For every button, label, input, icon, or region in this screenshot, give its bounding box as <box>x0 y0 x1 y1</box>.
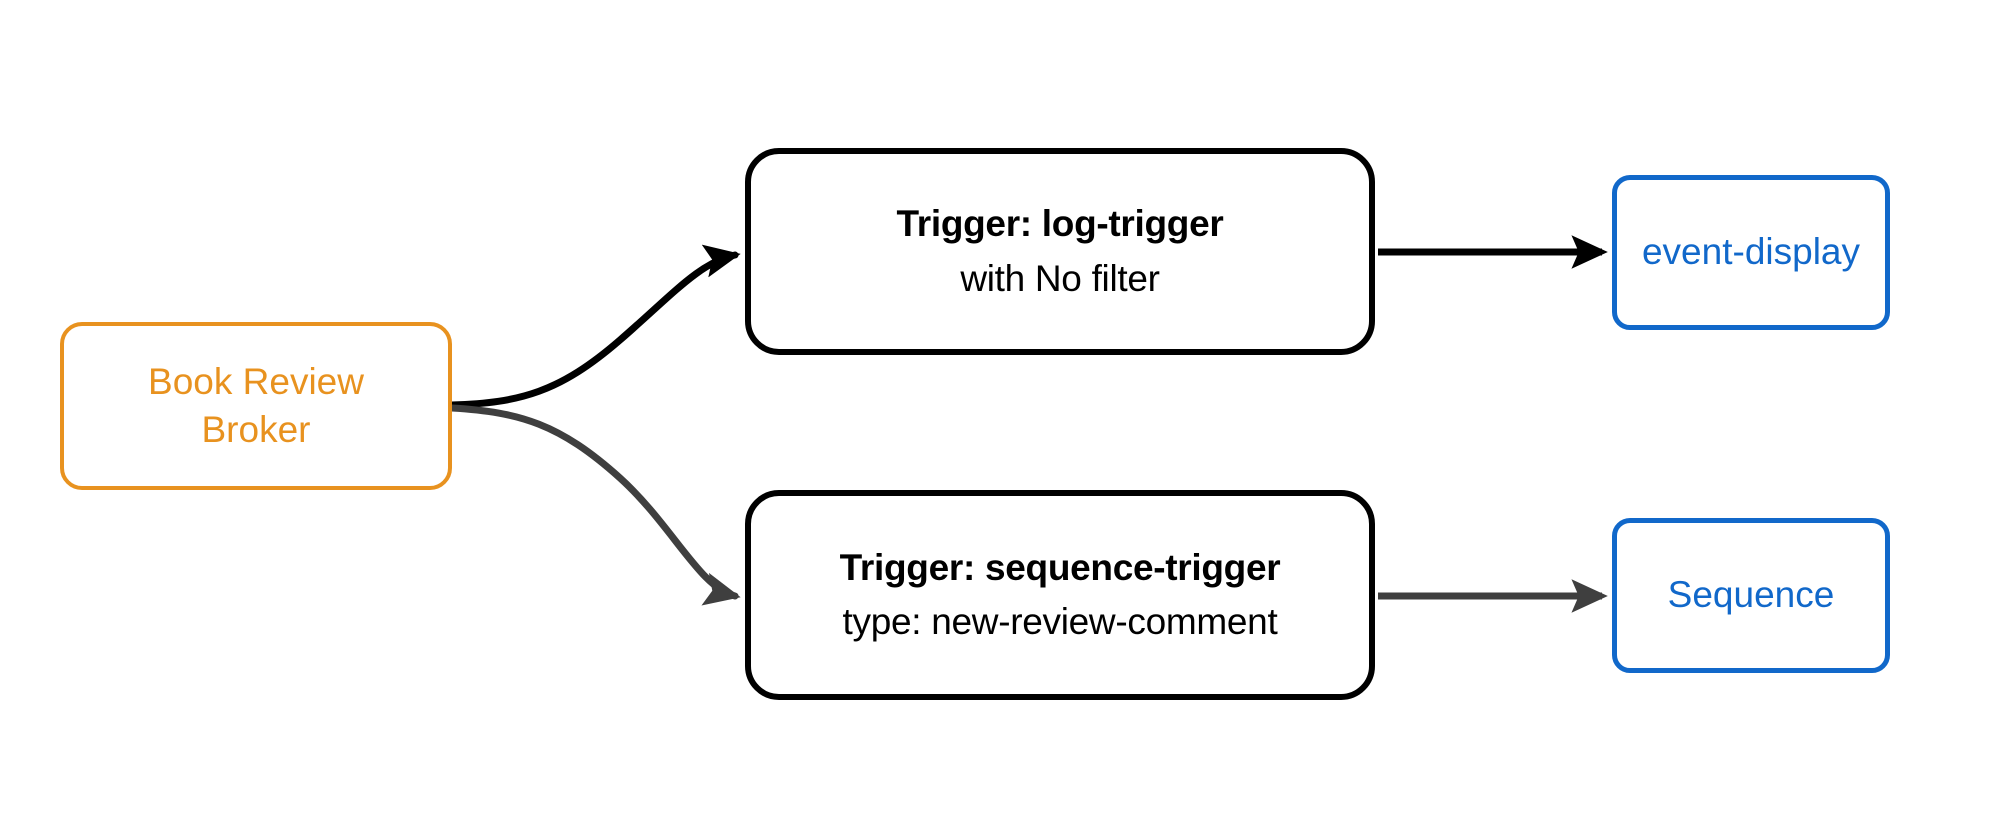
node-log-trigger-subtitle: with No filter <box>960 257 1160 299</box>
node-broker-line-2: Broker <box>201 409 311 450</box>
node-sequence-trigger-title: Trigger: sequence-trigger <box>839 546 1281 588</box>
node-broker[interactable]: Book Review Broker <box>60 322 452 490</box>
node-sequence-trigger[interactable]: Trigger: sequence-trigger type: new-revi… <box>745 490 1375 700</box>
node-event-display[interactable]: event-display <box>1612 175 1890 330</box>
edge-broker-to-sequence-trigger <box>448 404 741 606</box>
edge-broker-to-log-trigger <box>448 244 741 409</box>
node-sequence-trigger-subtitle: type: new-review-comment <box>842 601 1278 642</box>
node-log-trigger-title: Trigger: log-trigger <box>896 203 1224 245</box>
node-broker-line-1: Book Review <box>148 360 364 402</box>
node-sequence-label: Sequence <box>1667 574 1835 616</box>
node-event-display-label: event-display <box>1641 231 1860 273</box>
node-log-trigger[interactable]: Trigger: log-trigger with No filter <box>745 148 1375 355</box>
node-sequence[interactable]: Sequence <box>1612 518 1890 673</box>
